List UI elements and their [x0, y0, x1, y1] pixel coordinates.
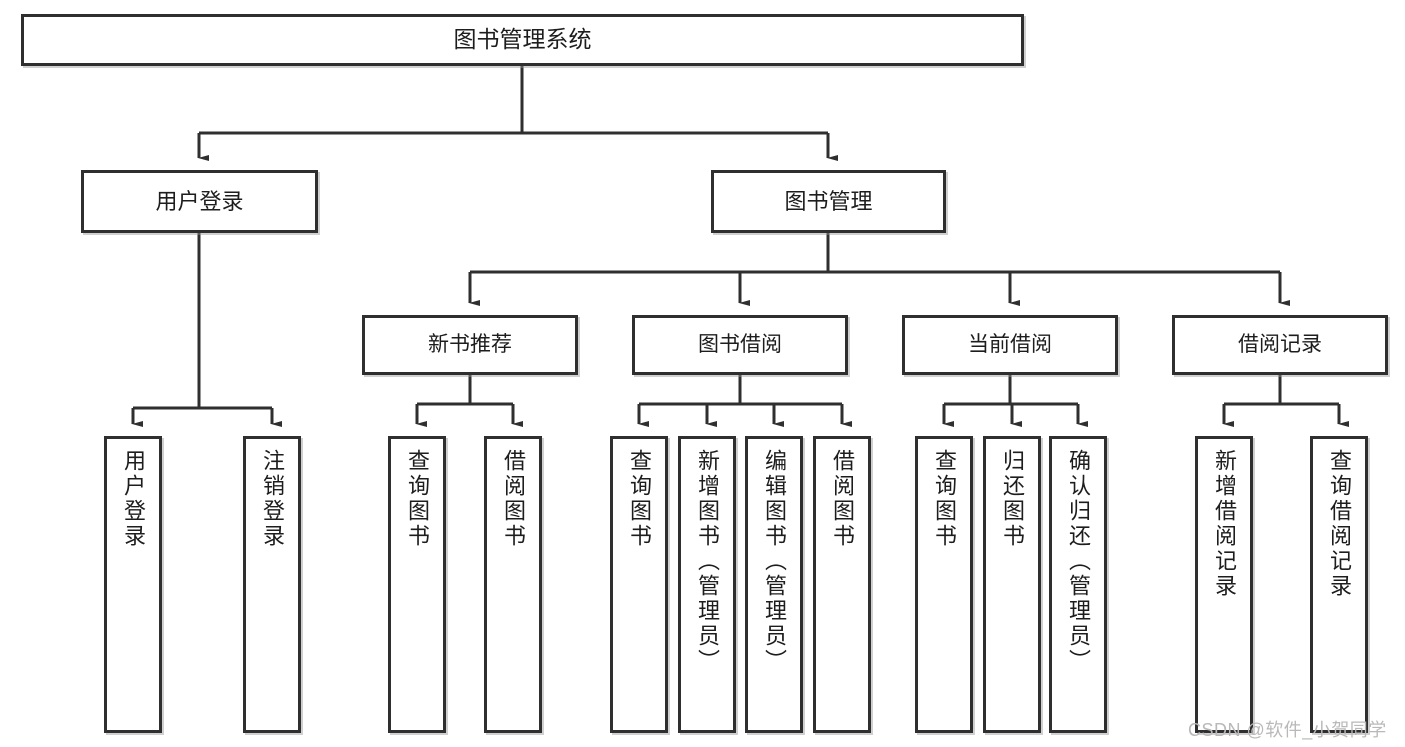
leaf-borrow-record-add-record[interactable]: 新增借阅记录: [1195, 436, 1253, 733]
node-label: 新书推荐: [428, 332, 512, 356]
node-label: 查询图书: [932, 449, 957, 549]
node-label: 图书借阅: [698, 332, 782, 356]
node-label: 当前借阅: [968, 332, 1052, 356]
node-book-management[interactable]: 图书管理: [711, 170, 946, 233]
node-label: 图书管理: [784, 188, 873, 214]
leaf-current-borrow-query-book[interactable]: 查询图书: [915, 436, 973, 733]
node-borrowing-record[interactable]: 借阅记录: [1172, 315, 1388, 375]
leaf-current-borrow-confirm-return-admin[interactable]: 确认归还（管理员）: [1049, 436, 1107, 733]
node-label: 借阅记录: [1238, 332, 1322, 356]
leaf-borrow-record-query-record[interactable]: 查询借阅记录: [1310, 436, 1368, 733]
leaf-book-borrow-borrow-book[interactable]: 借阅图书: [813, 436, 871, 733]
node-label: 注销登录: [260, 449, 285, 549]
node-label: 用户登录: [121, 449, 146, 549]
node-label: 编辑图书（管理员）: [762, 449, 787, 674]
node-book-borrowing[interactable]: 图书借阅: [632, 315, 848, 375]
leaf-new-book-query-book[interactable]: 查询图书: [388, 436, 446, 733]
node-label: 归还图书: [1000, 449, 1025, 549]
node-label: 新增借阅记录: [1212, 449, 1237, 599]
node-label: 借阅图书: [830, 449, 855, 549]
leaf-user-login-signin[interactable]: 用户登录: [104, 436, 162, 733]
node-label: 用户登录: [155, 188, 244, 214]
node-current-borrowing[interactable]: 当前借阅: [902, 315, 1118, 375]
node-label: 确认归还（管理员）: [1066, 449, 1091, 674]
node-new-book-recommendation[interactable]: 新书推荐: [362, 315, 578, 375]
leaf-user-login-signout[interactable]: 注销登录: [243, 436, 301, 733]
node-root-book-management-system[interactable]: 图书管理系统: [21, 14, 1024, 66]
leaf-book-borrow-add-book-admin[interactable]: 新增图书（管理员）: [678, 436, 736, 733]
leaf-current-borrow-return-book[interactable]: 归还图书: [983, 436, 1041, 733]
node-label: 借阅图书: [501, 449, 526, 549]
leaf-book-borrow-edit-book-admin[interactable]: 编辑图书（管理员）: [745, 436, 803, 733]
csdn-watermark: CSDN @软件_小贺同学: [1188, 720, 1387, 740]
node-label: 图书管理系统: [453, 26, 592, 53]
node-label: 新增图书（管理员）: [695, 449, 720, 674]
node-label: 查询图书: [627, 449, 652, 549]
leaf-book-borrow-query-book[interactable]: 查询图书: [610, 436, 668, 733]
node-label: 查询借阅记录: [1327, 449, 1352, 599]
leaf-new-book-borrow-book[interactable]: 借阅图书: [484, 436, 542, 733]
node-user-login[interactable]: 用户登录: [81, 170, 318, 233]
node-label: 查询图书: [405, 449, 430, 549]
